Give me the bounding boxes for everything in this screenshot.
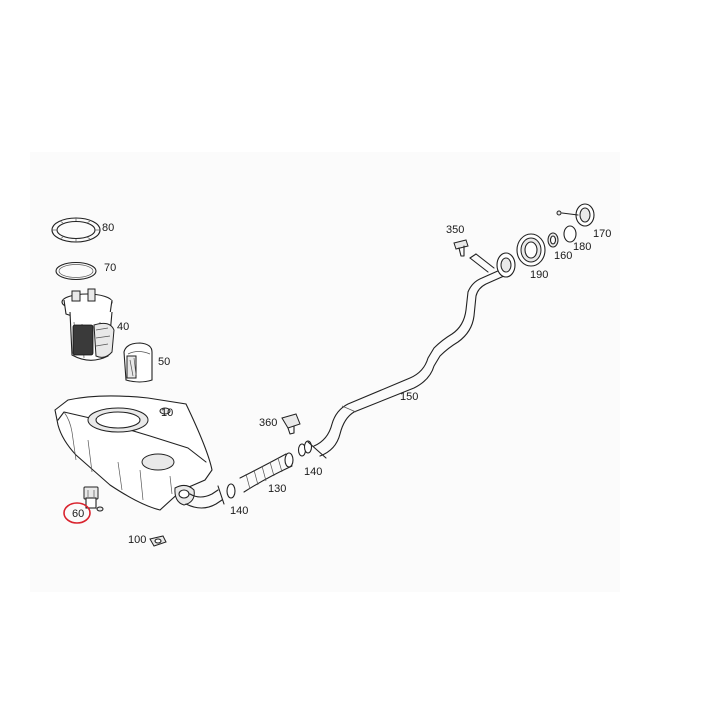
part-350-clip[interactable] <box>453 239 469 257</box>
label-50: 50 <box>158 356 170 368</box>
part-150-filler-pipe[interactable] <box>307 253 505 459</box>
hose-clamp-lower[interactable] <box>226 483 236 499</box>
part-10-fuel-tank[interactable] <box>54 395 213 511</box>
label-150: 150 <box>400 391 418 403</box>
part-40-fuel-pump[interactable] <box>61 288 115 361</box>
label-130: 130 <box>268 483 286 495</box>
part-labels: 80 70 40 50 10 60 100 140 130 140 360 15… <box>72 222 611 546</box>
label-160: 160 <box>554 250 572 262</box>
label-180: 180 <box>573 241 591 253</box>
highlight-circle-60 <box>63 502 91 524</box>
label-350: 350 <box>446 224 464 236</box>
part-360-clip[interactable] <box>281 413 301 435</box>
part-70-o-ring[interactable] <box>55 261 97 281</box>
label-70: 70 <box>104 262 116 274</box>
part-140-hose-lower[interactable] <box>185 485 225 509</box>
part-80-gasket[interactable] <box>51 217 101 243</box>
filler-neck-head[interactable] <box>496 252 516 278</box>
label-10: 10 <box>161 407 173 419</box>
label-80: 80 <box>102 222 114 234</box>
part-170-cap[interactable] <box>556 203 595 227</box>
part-100-clip[interactable] <box>149 535 167 547</box>
part-160-ring[interactable] <box>547 232 559 248</box>
part-130-filler-hose[interactable] <box>239 452 294 493</box>
label-140-upper: 140 <box>304 466 322 478</box>
label-40: 40 <box>117 321 129 333</box>
part-50-filter[interactable] <box>123 342 153 383</box>
label-360: 360 <box>259 417 277 429</box>
label-60: 60 <box>72 508 84 520</box>
part-190-housing[interactable] <box>516 233 546 267</box>
label-100: 100 <box>128 534 146 546</box>
label-170: 170 <box>593 228 611 240</box>
part-60-valve[interactable] <box>83 486 104 512</box>
part-180-seal[interactable] <box>563 225 577 243</box>
label-140-lower: 140 <box>230 505 248 517</box>
label-190: 190 <box>530 269 548 281</box>
